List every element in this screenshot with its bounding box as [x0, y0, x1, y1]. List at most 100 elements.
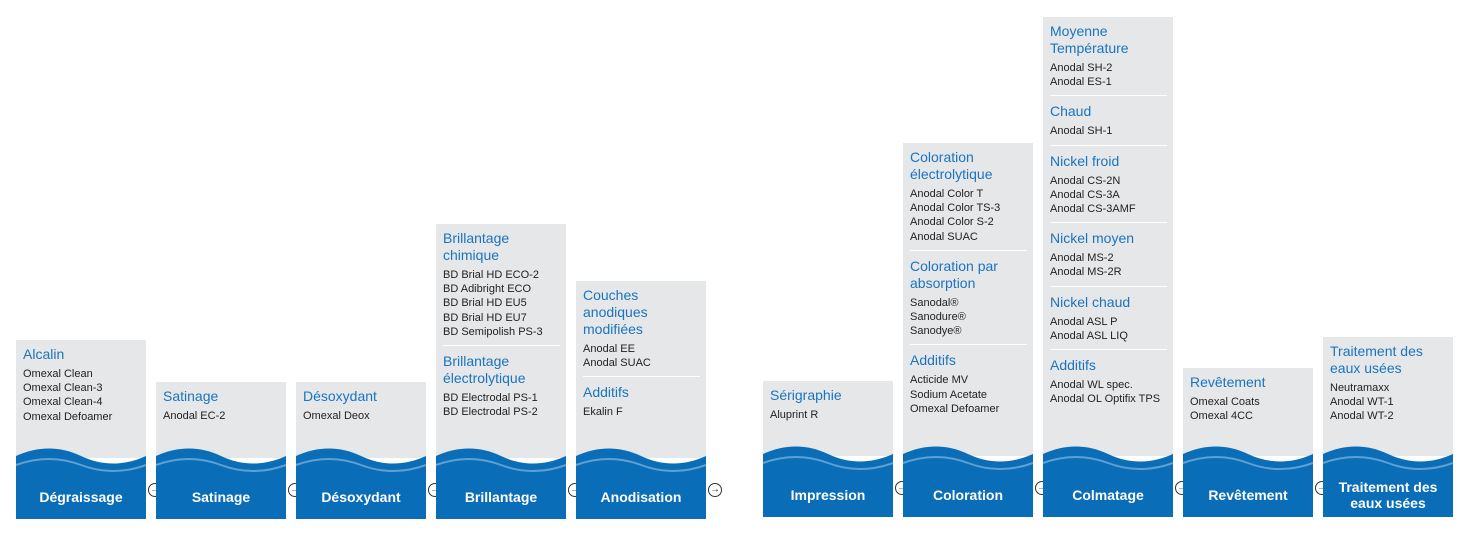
- product-item: BD Electrodal PS-2: [443, 406, 538, 419]
- product-item: Omexal Defoamer: [910, 402, 1000, 415]
- product-item: Anodal SH-1: [1050, 125, 1113, 138]
- stage-base: Désoxydant: [296, 448, 426, 519]
- stage-label: Brillantage: [464, 489, 538, 505]
- section-title: Nickel moyen: [1050, 230, 1135, 247]
- product-item: Anodal CS-3AMF: [1050, 203, 1136, 216]
- product-item: Omexal Clean-3: [23, 382, 103, 395]
- product-item: Omexal Defoamer: [23, 410, 113, 423]
- wave-shape: [156, 448, 286, 519]
- wave-shape: [576, 448, 706, 519]
- wave-shape: [903, 446, 1033, 517]
- section-title: Brillantage chimique: [443, 230, 510, 263]
- product-item: Omexal Coats: [1190, 396, 1260, 408]
- product-item: Anodal Color S-2: [910, 216, 994, 229]
- stage-base: Anodisation: [576, 448, 706, 519]
- wave-shape: [16, 448, 146, 519]
- stage-base: Satinage: [156, 448, 286, 519]
- wave-shape: [436, 448, 566, 519]
- section-title: Désoxydant: [303, 388, 377, 404]
- stage-label: Traitement des eaux usées: [1338, 479, 1438, 511]
- stage-base: Brillantage: [436, 448, 566, 519]
- section-title: Alcalin: [23, 346, 65, 362]
- stage-label: Colmatage: [1072, 487, 1144, 503]
- section-title: Additifs: [910, 352, 956, 369]
- product-item: Anodal EE: [583, 343, 635, 355]
- section-title: Revêtement: [1190, 374, 1266, 390]
- product-item: Anodal OL Optifix TPS: [1050, 393, 1161, 406]
- stage-base: Impression: [763, 446, 893, 517]
- product-item: Anodal WT-2: [1330, 410, 1394, 423]
- stage-label: Désoxydant: [321, 489, 401, 505]
- product-item: Anodal EC-2: [163, 410, 226, 422]
- product-item: Anodal SUAC: [910, 230, 978, 243]
- section-title: Nickel chaud: [1050, 293, 1131, 310]
- product-item: Anodal CS-2N: [1050, 174, 1121, 187]
- section-title: Additifs: [583, 384, 629, 401]
- product-item: Sanodure®: [910, 311, 966, 324]
- stage-base: Colmatage: [1043, 446, 1173, 517]
- stage-label: Impression: [790, 487, 866, 503]
- stage-section: Brillantage électrolytique BD Electrodal …: [443, 345, 560, 425]
- product-item: Omexal Clean: [23, 368, 93, 380]
- product-item: BD Brial HD EU7: [443, 311, 527, 324]
- wave-shape: [1323, 446, 1453, 517]
- product-item: Sodium Acetate: [910, 388, 988, 401]
- section-title: Moyenne Température: [1050, 23, 1129, 56]
- stage-label: Revêtement: [1208, 487, 1288, 503]
- product-item: Anodal Color TS-3: [910, 202, 1001, 215]
- product-item: BD Semipolish PS-3: [443, 325, 543, 338]
- product-item: Aluprint R: [770, 409, 819, 421]
- stage-label: Coloration: [933, 487, 1003, 503]
- stage-label: Anodisation: [600, 489, 682, 505]
- product-item: Neutramaxx: [1330, 382, 1390, 394]
- product-item: Ekalin F: [583, 406, 623, 419]
- product-item: Anodal ASL LIQ: [1050, 329, 1128, 342]
- section-title: Brillantage électrolytique: [443, 353, 526, 387]
- product-item: Anodal SUAC: [583, 357, 651, 370]
- product-item: Sanodye®: [910, 325, 962, 338]
- product-item: Anodal WT-1: [1330, 396, 1394, 409]
- section-title: Couches anodiques modifiées: [583, 287, 648, 337]
- product-item: Omexal 4CC: [1190, 410, 1253, 423]
- stage-base: Revêtement: [1183, 446, 1313, 517]
- product-item: Anodal MS-2: [1050, 252, 1114, 265]
- product-item: Anodal WL spec.: [1050, 379, 1133, 392]
- product-item: Anodal MS-2R: [1050, 266, 1122, 279]
- section-title: Coloration par absorption: [910, 257, 998, 291]
- wave-shape: [763, 446, 893, 517]
- product-item: Anodal ASL P: [1050, 315, 1118, 328]
- stage-label: Dégraissage: [39, 489, 123, 505]
- product-item: Anodal Color T: [910, 188, 984, 200]
- stage-label: Satinage: [191, 489, 251, 505]
- wave-shape: [1043, 446, 1173, 517]
- product-item: Acticide MV: [910, 374, 969, 387]
- product-item: BD Electrodal PS-1: [443, 392, 538, 405]
- section-title: Traitement des eaux usées: [1330, 343, 1423, 376]
- arrow-right-icon: →: [708, 483, 722, 497]
